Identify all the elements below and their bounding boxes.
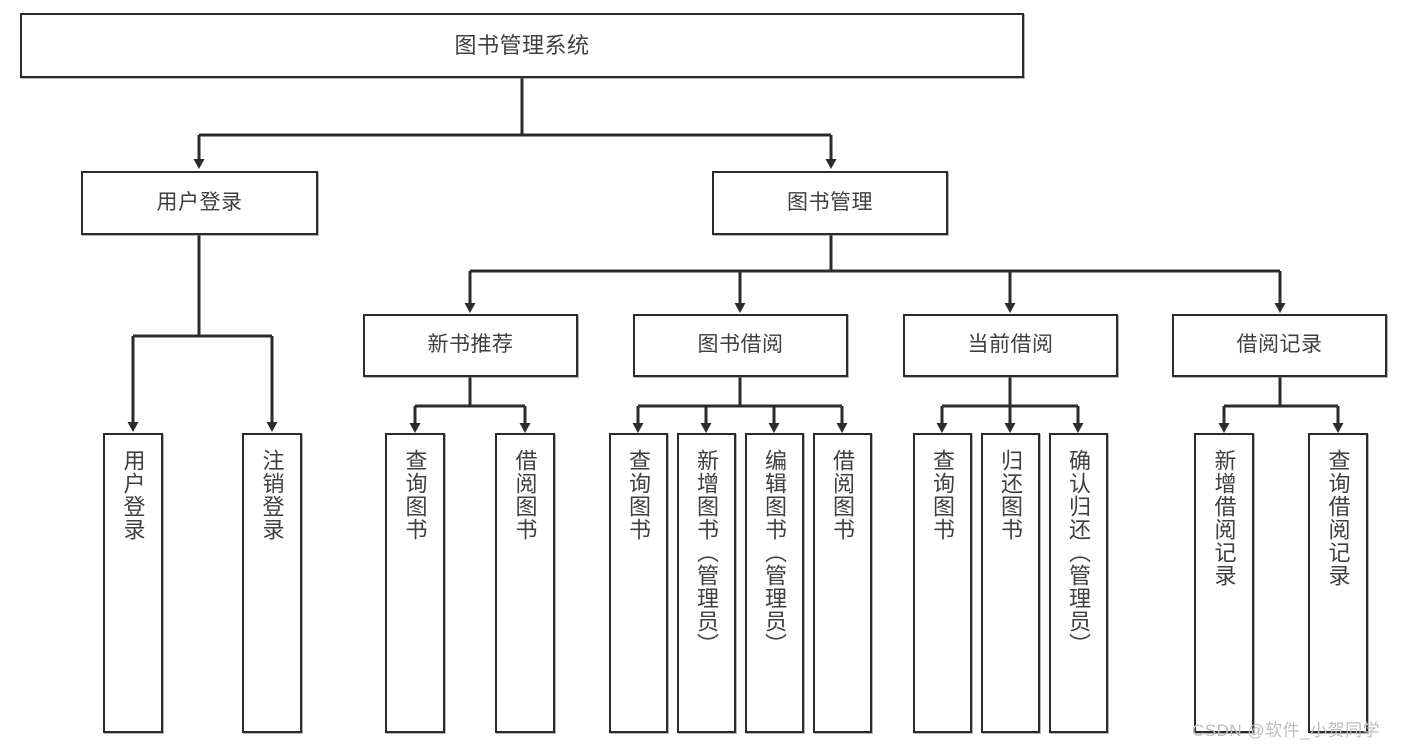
node-label: 新增图书（管理员） (694, 449, 720, 656)
leaf-user-login-login[interactable]: 用户登录 (103, 433, 163, 733)
watermark-credit: CSDN @软件_小贺同学 (1192, 721, 1381, 740)
node-label: 图书借阅 (697, 333, 784, 357)
node-label: 查询图书 (402, 449, 428, 541)
node-label: 用户登录 (156, 190, 243, 214)
node-label: 编辑图书（管理员） (762, 449, 788, 656)
node-book-borrowing[interactable]: 图书借阅 (633, 314, 848, 377)
leaf-current-borrow-return-books[interactable]: 归还图书 (981, 433, 1040, 733)
leaf-borrow-record-add-record[interactable]: 新增借阅记录 (1194, 433, 1254, 733)
node-label: 查询图书 (626, 449, 652, 541)
node-label: 新增借阅记录 (1211, 449, 1237, 587)
node-borrowing-records[interactable]: 借阅记录 (1172, 314, 1387, 377)
leaf-book-borrow-borrow-books[interactable]: 借阅图书 (813, 433, 872, 733)
node-label: 归还图书 (998, 449, 1024, 541)
leaf-book-borrow-query-books[interactable]: 查询图书 (609, 433, 668, 733)
node-user-login[interactable]: 用户登录 (81, 171, 318, 235)
node-label: 用户登录 (120, 449, 146, 541)
leaf-user-login-logout[interactable]: 注销登录 (242, 433, 302, 733)
node-new-book-recommendation[interactable]: 新书推荐 (363, 314, 578, 377)
node-label: 确认归还（管理员） (1066, 449, 1092, 656)
node-label: 图书管理 (787, 190, 873, 214)
node-book-management[interactable]: 图书管理 (712, 171, 948, 235)
node-label: 查询借阅记录 (1325, 449, 1351, 587)
node-label: 图书管理系统 (454, 32, 590, 58)
leaf-book-borrow-add-book-admin[interactable]: 新增图书（管理员） (677, 433, 736, 733)
node-label: 借阅图书 (512, 449, 538, 541)
node-label: 借阅图书 (830, 449, 856, 541)
node-label: 借阅记录 (1236, 333, 1323, 357)
node-root-library-management-system[interactable]: 图书管理系统 (20, 13, 1024, 78)
node-label: 当前借阅 (967, 333, 1054, 357)
leaf-borrow-record-query-record[interactable]: 查询借阅记录 (1308, 433, 1368, 733)
leaf-new-book-borrow-books[interactable]: 借阅图书 (495, 433, 555, 733)
leaf-new-book-query-books[interactable]: 查询图书 (385, 433, 445, 733)
node-label: 新书推荐 (427, 333, 514, 357)
node-label: 查询图书 (930, 449, 956, 541)
leaf-current-borrow-query-books[interactable]: 查询图书 (913, 433, 972, 733)
node-label: 注销登录 (259, 449, 285, 541)
leaf-book-borrow-edit-book-admin[interactable]: 编辑图书（管理员） (745, 433, 804, 733)
node-current-borrowing[interactable]: 当前借阅 (903, 314, 1118, 377)
leaf-current-borrow-confirm-return-admin[interactable]: 确认归还（管理员） (1049, 433, 1108, 733)
